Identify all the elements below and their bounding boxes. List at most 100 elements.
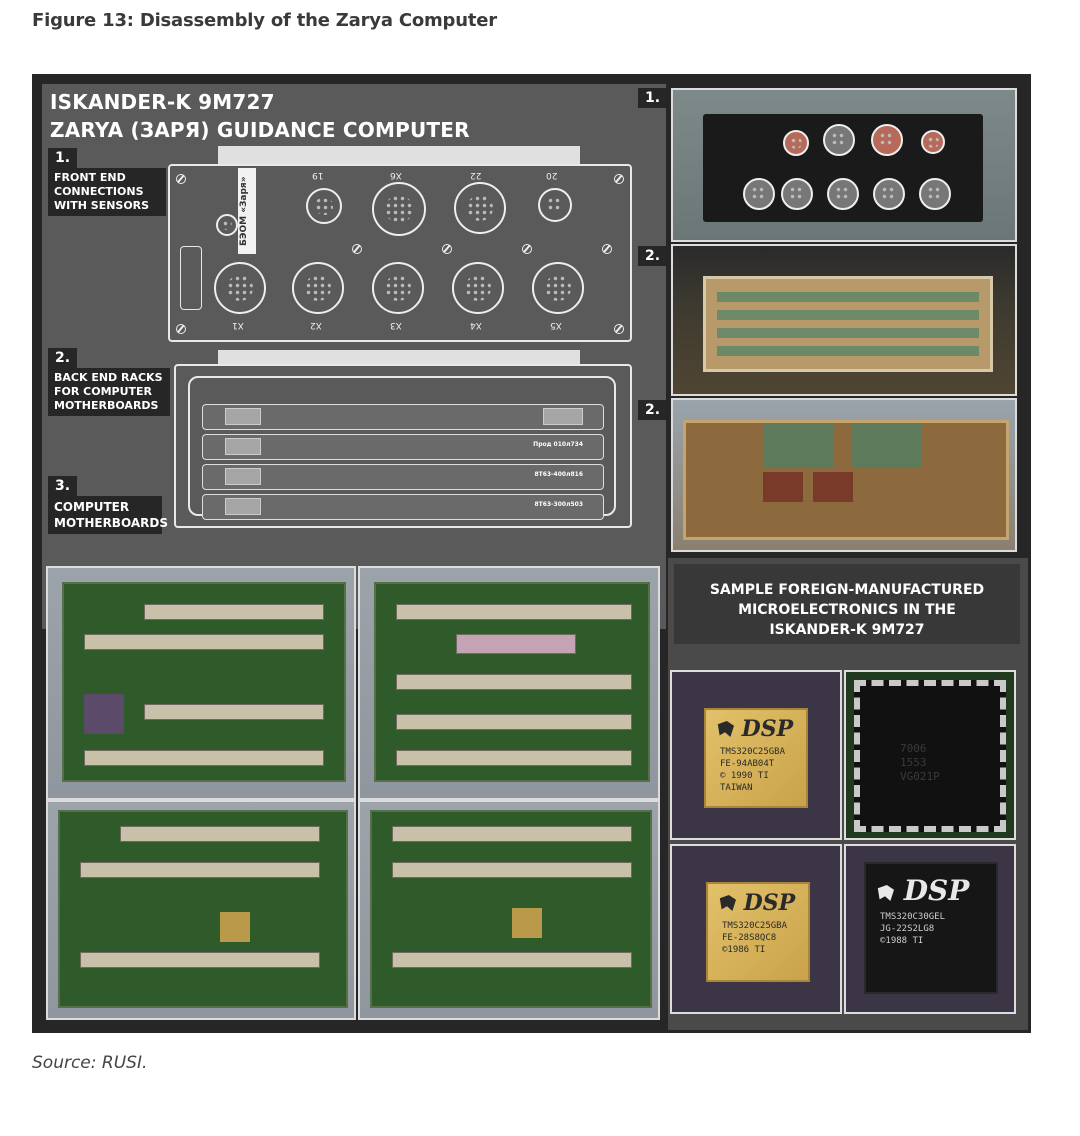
photo-connector: [781, 178, 813, 210]
chip-4-lines: TMS320C30GEL JG-22S2LG8 ©1988 TI: [880, 911, 996, 947]
connector-x1: [214, 262, 266, 314]
screw: [352, 244, 362, 254]
rail-tag-1: Прод 010л734: [533, 441, 583, 448]
photo-connector: [783, 130, 809, 156]
rack-board: [717, 292, 979, 302]
rack-rail-1: [202, 404, 604, 430]
rail-chip: [225, 438, 261, 455]
label3-number: 3.: [48, 476, 78, 496]
photo-open-number: 2.: [638, 400, 668, 420]
connector-x5: [532, 262, 584, 314]
conn-label-20: 20: [546, 170, 558, 180]
photo-rack-number: 2.: [638, 246, 668, 266]
conn-label-x4: X4: [470, 320, 482, 330]
conn-label-19: 19: [312, 170, 324, 180]
open-rack-module: [813, 472, 853, 502]
chip-photo-4: DSP TMS320C30GEL JG-22S2LG8 ©1988 TI: [844, 844, 1016, 1014]
component-row: [392, 826, 632, 842]
ti-logo-icon: [716, 721, 734, 737]
component-row: [144, 604, 324, 620]
chip-1-line-4: TAIWAN: [720, 783, 753, 793]
chip-4-brand-text: DSP: [903, 874, 970, 907]
conn-label-x5: X5: [550, 320, 562, 330]
photo-connector: [871, 124, 903, 156]
chip-3-brand: DSP: [718, 890, 808, 916]
connector-x2: [292, 262, 344, 314]
chip-1-line-1: TMS320C25GBA: [720, 747, 786, 757]
rack-rail-3: 8Т63-400л816: [202, 464, 604, 490]
figure-panel: ISKANDER-K 9M727 ZARYA (ЗАРЯ) GUIDANCE C…: [32, 74, 1031, 1033]
diagram-panel: ISKANDER-K 9M727 ZARYA (ЗАРЯ) GUIDANCE C…: [42, 84, 666, 629]
chip-4-package: DSP TMS320C30GEL JG-22S2LG8 ©1988 TI: [864, 862, 998, 994]
component-row: [396, 674, 632, 690]
photo-front-number: 1.: [638, 88, 668, 108]
rail-chip: [225, 408, 261, 425]
screw: [176, 174, 186, 184]
pcb: [370, 810, 652, 1008]
rail-chip: [225, 468, 261, 485]
chip-photo-2: 7006 1553 VG021P: [844, 670, 1016, 840]
label1-text: FRONT END CONNECTIONS WITH SENSORS: [48, 168, 166, 216]
open-rack-board: [763, 424, 833, 468]
motherboard-photo-2: [358, 566, 660, 800]
connector-22: [454, 182, 506, 234]
rack-board: [717, 310, 979, 320]
component-row: [144, 704, 324, 720]
screw: [442, 244, 452, 254]
open-rack-board: [851, 424, 921, 468]
back-top-bar: [218, 350, 580, 364]
diagram-title-line2: ZARYA (ЗАРЯ) GUIDANCE COMPUTER: [50, 118, 470, 142]
rail-tag-3: 8Т63-300л503: [534, 501, 583, 508]
photo-connector: [743, 178, 775, 210]
rail-tag-2: 8Т63-400л816: [534, 471, 583, 478]
component-row: [396, 714, 632, 730]
motherboard-photo-1: [46, 566, 356, 800]
component-row: [396, 604, 632, 620]
connector-x4: [452, 262, 504, 314]
qfp-package: 7006 1553 VG021P: [854, 680, 1006, 832]
component-row: [120, 826, 320, 842]
back-panel-outline: [174, 364, 632, 528]
open-rack-photo: [671, 398, 1017, 552]
component-row: [84, 750, 324, 766]
screw: [522, 244, 532, 254]
dsp-chip: [84, 694, 124, 734]
component-row: [392, 862, 632, 878]
conn-label-x2: X2: [310, 320, 322, 330]
foreign-panel: SAMPLE FOREIGN-MANUFACTURED MICROELECTRO…: [668, 558, 1028, 1030]
front-connectors-photo: [671, 88, 1017, 242]
pcb: [374, 582, 650, 782]
front-tag: БЭОМ «Заря»: [238, 168, 256, 254]
label3-text: COMPUTER MOTHERBOARDS: [48, 496, 168, 534]
label1-number: 1.: [48, 148, 78, 168]
component-row: [392, 952, 632, 968]
pcb: [58, 810, 348, 1008]
source-caption: Source: RUSI.: [32, 1053, 148, 1073]
connector-x3: [372, 262, 424, 314]
chip-4-line-3: ©1988 TI: [880, 936, 924, 946]
chip-1-brand-text: DSP: [741, 716, 794, 742]
rack-rail-2: Прод 010л734: [202, 434, 604, 460]
open-rack-module: [763, 472, 803, 502]
chip-1-brand: DSP: [716, 716, 806, 742]
ti-logo-icon: [876, 885, 894, 901]
photo-connector: [873, 178, 905, 210]
diagram-title-line1: ISKANDER-K 9M727: [50, 90, 275, 114]
chip-1-line-3: © 1990 TI: [720, 771, 769, 781]
chip-2-line-3: VG021P: [900, 770, 940, 783]
front-top-bar: [218, 146, 580, 164]
rail-chip: [543, 408, 583, 425]
photo-connector: [827, 178, 859, 210]
rack-board: [717, 328, 979, 338]
rack-photo: [671, 244, 1017, 396]
front-plate: [180, 246, 202, 310]
dsp-chip: [220, 912, 250, 942]
connector-19: [306, 188, 342, 224]
component-row: [80, 862, 320, 878]
chip-1-line-2: FE-94AB04T: [720, 759, 775, 769]
screw: [614, 174, 624, 184]
rack-rail-4: 8Т63-300л503: [202, 494, 604, 520]
photo-connector: [921, 130, 945, 154]
connector-20: [538, 188, 572, 222]
chip-4-line-2: JG-22S2LG8: [880, 924, 935, 934]
